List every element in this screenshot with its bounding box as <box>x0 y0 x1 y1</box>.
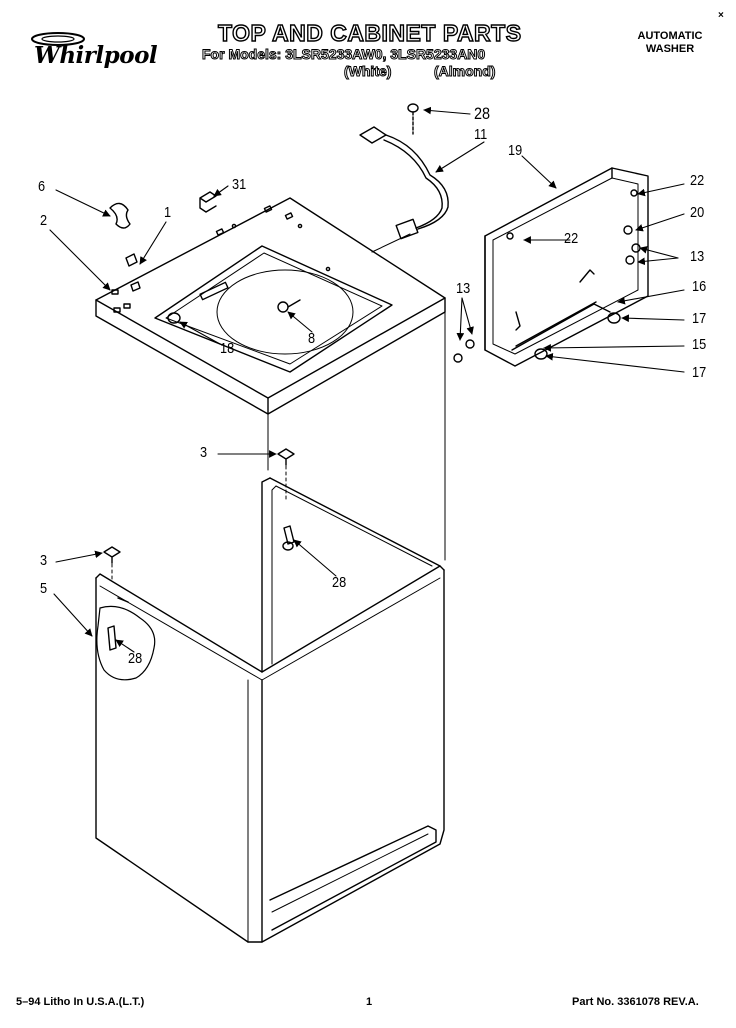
callout-22-b: 22 <box>564 230 579 247</box>
callout-20: 20 <box>690 204 705 221</box>
callout-3-a: 3 <box>200 444 208 461</box>
callout-28-top: 28 <box>474 104 491 123</box>
callout-18: 18 <box>220 340 235 357</box>
variant-white: (White) <box>343 63 392 80</box>
washer-lid <box>453 167 649 367</box>
wire-harness <box>359 103 449 240</box>
models-line: For Models: 3LSR5233AW0, 3LSR5233AN0 <box>201 46 486 63</box>
callout-11: 11 <box>474 126 488 143</box>
callout-3-b: 3 <box>40 552 48 569</box>
brand-name: Whirlpool <box>34 42 158 69</box>
footer-page-number: 1 <box>366 996 373 1008</box>
corner-mark: × <box>718 10 724 21</box>
page-title: TOP AND CABINET PARTS <box>217 19 522 46</box>
callout-8: 8 <box>308 330 316 347</box>
product-type: AUTOMATIC WASHER <box>632 30 708 56</box>
callout-1: 1 <box>164 204 172 221</box>
bracket-left <box>103 546 121 564</box>
whirlpool-logo: Whirlpool <box>28 30 158 70</box>
callout-5: 5 <box>40 580 48 597</box>
callout-19: 19 <box>508 142 523 159</box>
whirlpool-logo-swoosh <box>31 32 85 46</box>
footer-part-number: Part No. 3361078 REV.A. <box>572 996 699 1008</box>
callout-15: 15 <box>692 336 707 353</box>
callout-17-b: 17 <box>692 364 707 381</box>
product-line-2: WASHER <box>645 43 695 55</box>
variant-almond: (Almond) <box>433 63 496 80</box>
callout-28-mid: 28 <box>332 574 347 591</box>
callout-31: 31 <box>232 176 247 193</box>
product-line-1: AUTOMATIC <box>637 30 703 42</box>
callout-13-b: 13 <box>456 280 471 297</box>
callout-28-low: 28 <box>128 650 143 667</box>
callout-2: 2 <box>40 212 48 229</box>
callout-22-a: 22 <box>690 172 705 189</box>
washer-cabinet <box>95 477 445 943</box>
callout-6: 6 <box>38 178 46 195</box>
footer-litho: 5–94 Litho In U.S.A.(L.T.) <box>16 996 145 1008</box>
callout-16: 16 <box>692 278 707 295</box>
bracket-upper <box>277 448 295 466</box>
leader-lines <box>49 106 685 653</box>
callout-17-a: 17 <box>692 310 707 327</box>
callout-13-a: 13 <box>690 248 705 265</box>
washer-top-panel <box>95 191 446 561</box>
